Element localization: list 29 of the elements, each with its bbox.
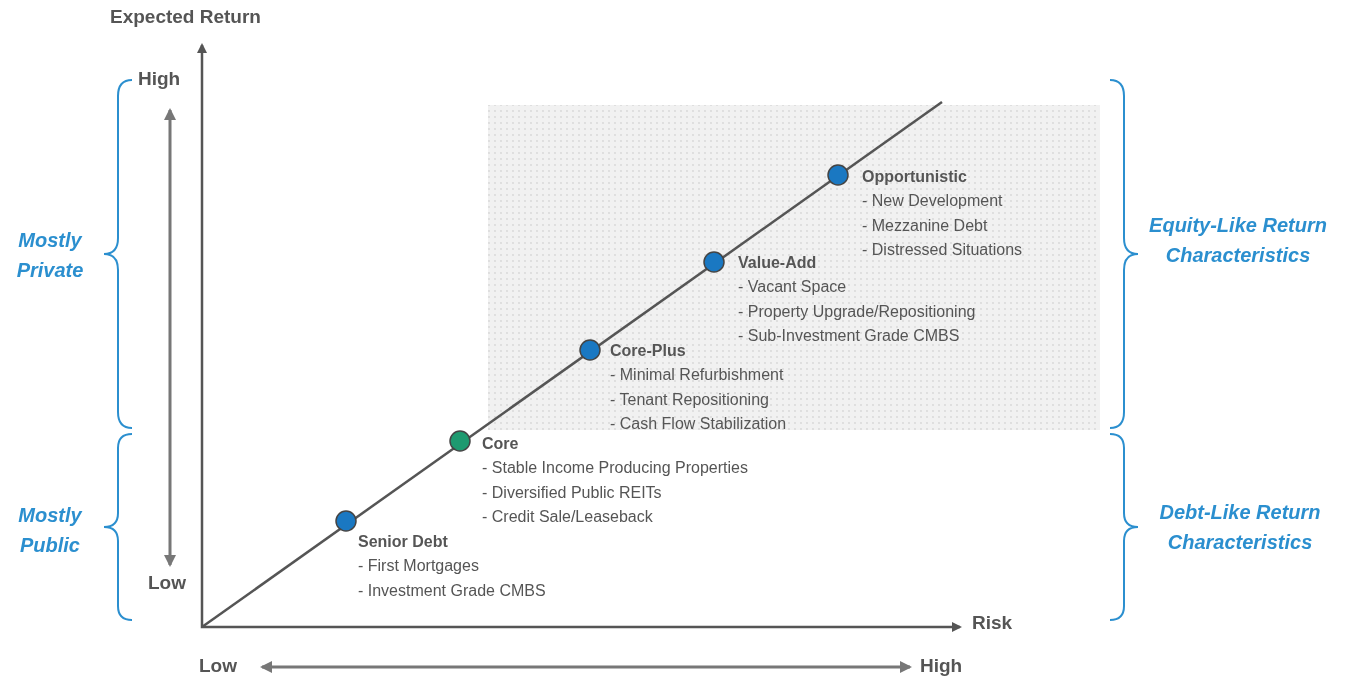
axis-title: Risk <box>972 612 1013 634</box>
list-item: - Diversified Public REITs <box>482 482 663 503</box>
list-item: - Vacant Space <box>738 277 848 297</box>
list-item: - Minimal Refurbishment <box>610 365 785 385</box>
list-item: - Credit Sale/Leaseback <box>482 507 654 527</box>
list-item: - Stable Income Producing Properties <box>482 458 748 478</box>
list-item: - New Development <box>862 191 1004 211</box>
list-item: - Sub-Investment Grade CMBS <box>738 326 961 346</box>
category-heading: Core-Plus <box>610 341 687 361</box>
category-heading: Value-Add <box>738 253 818 273</box>
list-item: - First Mortgages <box>358 556 480 576</box>
group-label: Debt-Like Return Characteristics <box>1158 500 1322 555</box>
list-item: - Tenant Repositioning <box>610 389 770 410</box>
list-item: - Investment Grade CMBS <box>358 580 546 601</box>
group-label: Mostly Public <box>17 503 84 558</box>
scale-label: High <box>138 68 181 90</box>
scale-label: Low <box>148 572 186 594</box>
category-heading: Senior Debt <box>358 532 449 552</box>
group-label: Equity-Like Return Characteristics <box>1148 213 1328 268</box>
list-item: - Property Upgrade/Repositioning <box>738 301 976 322</box>
group-label: Mostly Private <box>15 228 85 283</box>
list-item: - Distressed Situations <box>862 240 1023 260</box>
category-heading: Core <box>482 434 520 454</box>
scale-label: High <box>920 655 963 677</box>
scale-label: Low <box>199 655 237 677</box>
category-heading: Opportunistic <box>862 167 968 187</box>
axis-title: Expected Return <box>110 6 261 28</box>
list-item: - Cash Flow Stabilization <box>610 414 787 434</box>
list-item: - Mezzanine Debt <box>862 215 989 236</box>
